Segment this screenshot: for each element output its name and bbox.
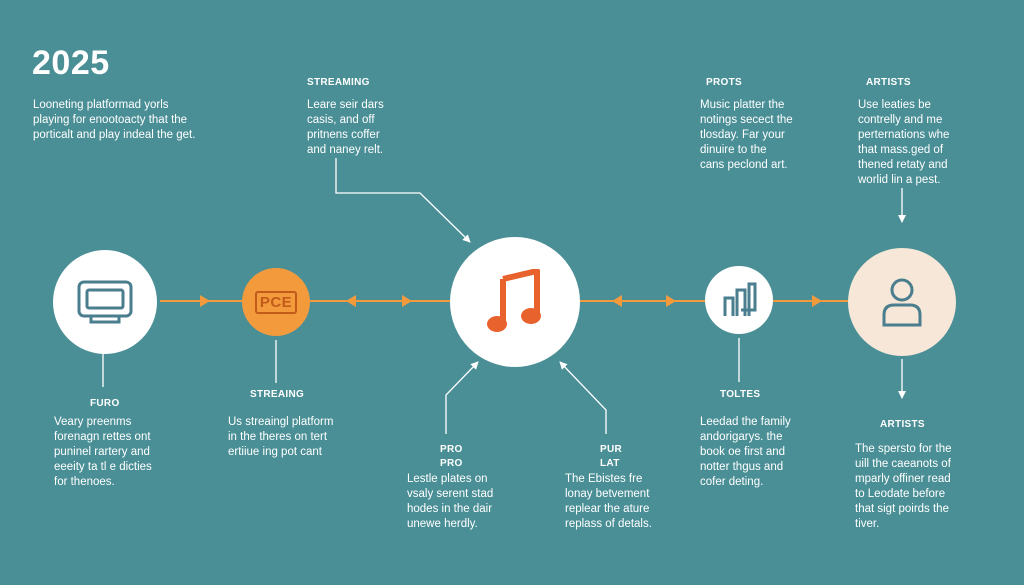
- timeline-arrows: [200, 295, 822, 307]
- streaming-label: STREAMING: [307, 77, 370, 88]
- pce-logo-icon: PCE: [254, 290, 298, 314]
- streaing-label: STREAING: [250, 389, 305, 400]
- pro-label-1: PRO: [440, 444, 463, 455]
- furo-label: FURO: [90, 398, 120, 409]
- user-icon: [882, 278, 922, 327]
- year-title: 2025: [32, 44, 110, 82]
- bar-chart-icon: [723, 282, 757, 316]
- pce-node: PCE: [242, 268, 310, 336]
- prots-label: PROTS: [706, 77, 742, 88]
- pur-label: PUR: [600, 444, 623, 455]
- chart-node: [705, 266, 773, 334]
- artists-bottom-label: ARTISTS: [880, 419, 925, 430]
- artist-node: [848, 248, 956, 356]
- toltes-label: TOLTES: [720, 389, 761, 400]
- pro-connector: [445, 361, 479, 434]
- music-note-icon: [487, 269, 541, 332]
- artists-top-label: ARTISTS: [866, 77, 911, 88]
- music-node: [450, 237, 580, 367]
- device-node: [53, 250, 157, 354]
- device-icon: [77, 280, 133, 324]
- streaming-connector: [335, 158, 471, 243]
- lat-label: LAT: [600, 458, 620, 469]
- pur-connector: [559, 361, 607, 434]
- pro-label-2: PRO: [440, 458, 463, 469]
